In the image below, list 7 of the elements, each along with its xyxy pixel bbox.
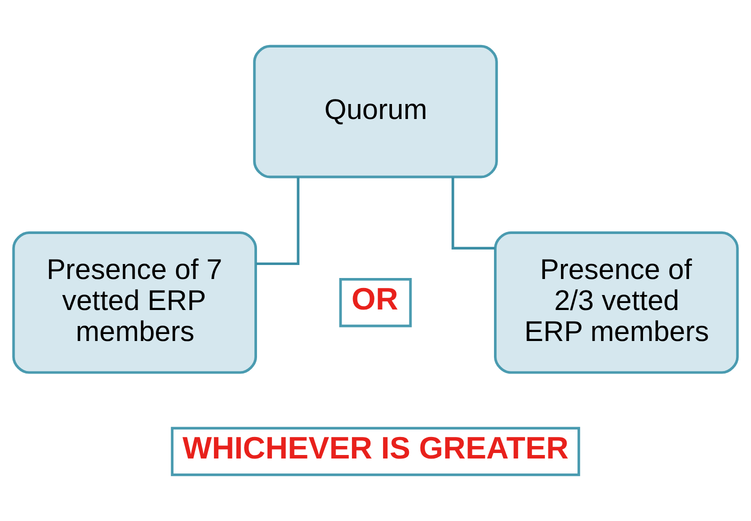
node-box: Quorum <box>253 44 498 178</box>
label: WHICHEVER IS GREATER <box>182 430 569 466</box>
connector <box>256 176 300 266</box>
connector <box>452 177 495 250</box>
node-box: Presence of 2/3 vetted ERP members <box>494 231 739 374</box>
node-box: Presence of 7 vetted ERP members <box>12 231 257 374</box>
label: OR <box>352 281 398 316</box>
